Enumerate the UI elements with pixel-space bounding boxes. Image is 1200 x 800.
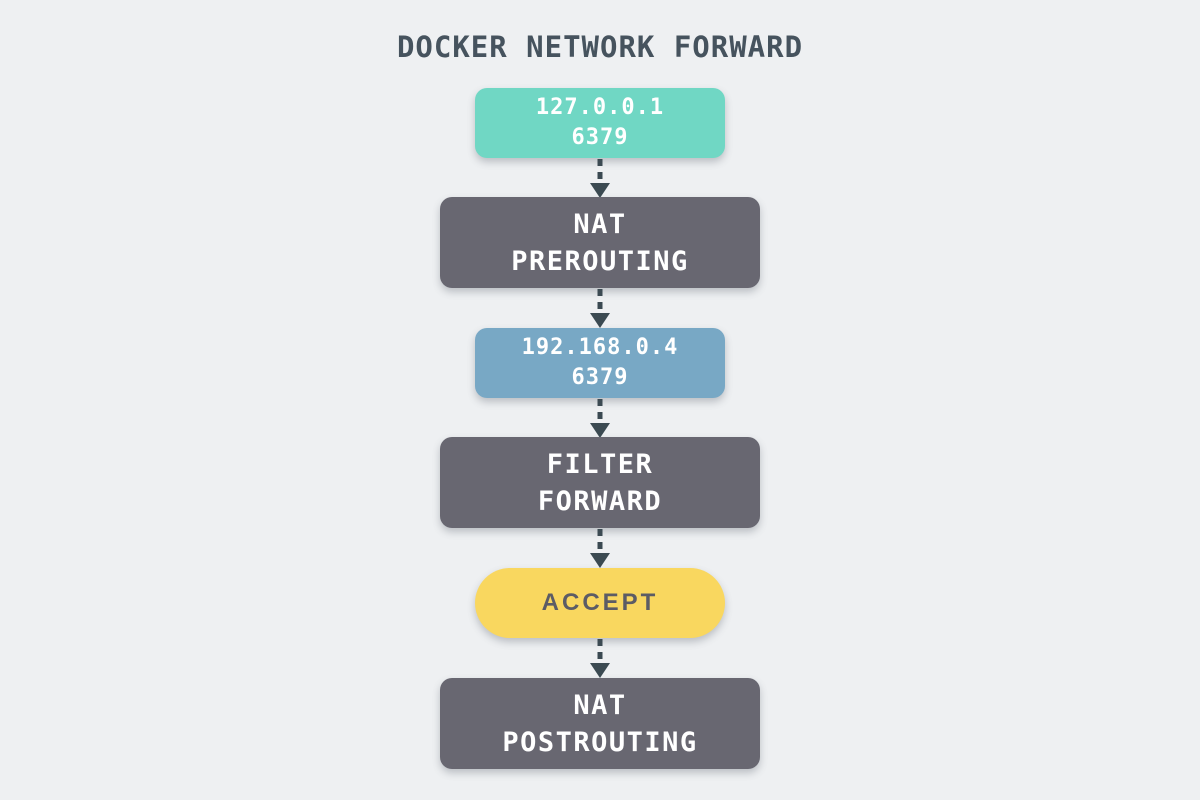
flow-arrow-down-icon <box>590 529 610 568</box>
nat-postrouting-line1: NAT <box>573 689 627 721</box>
diagram-title: DOCKER NETWORK FORWARD <box>396 30 804 64</box>
nat-postrouting-line2: POSTROUTING <box>502 726 698 758</box>
node-nat-postrouting: NAT POSTROUTING <box>440 678 760 769</box>
nat-prerouting-line2: PREROUTING <box>511 245 689 277</box>
node-dest-endpoint: 192.168.0.4 6379 <box>475 328 725 398</box>
nat-prerouting-line1: NAT <box>573 208 627 240</box>
dest-ip-label: 192.168.0.4 <box>521 335 679 360</box>
node-source-endpoint: 127.0.0.1 6379 <box>475 88 725 158</box>
node-accept: ACCEPT <box>475 568 725 638</box>
dest-port-label: 6379 <box>571 365 629 390</box>
node-filter-forward: FILTER FORWARD <box>440 437 760 528</box>
filter-forward-line1: FILTER <box>546 448 654 480</box>
node-nat-prerouting: NAT PREROUTING <box>440 197 760 288</box>
flow-arrow-down-icon <box>590 639 610 678</box>
flow-arrow-down-icon <box>590 399 610 438</box>
source-ip-label: 127.0.0.1 <box>535 95 665 120</box>
source-port-label: 6379 <box>571 125 629 150</box>
flow-arrow-down-icon <box>590 159 610 198</box>
filter-forward-line2: FORWARD <box>537 485 663 517</box>
accept-label: ACCEPT <box>541 589 659 616</box>
flow-arrow-down-icon <box>590 289 610 328</box>
